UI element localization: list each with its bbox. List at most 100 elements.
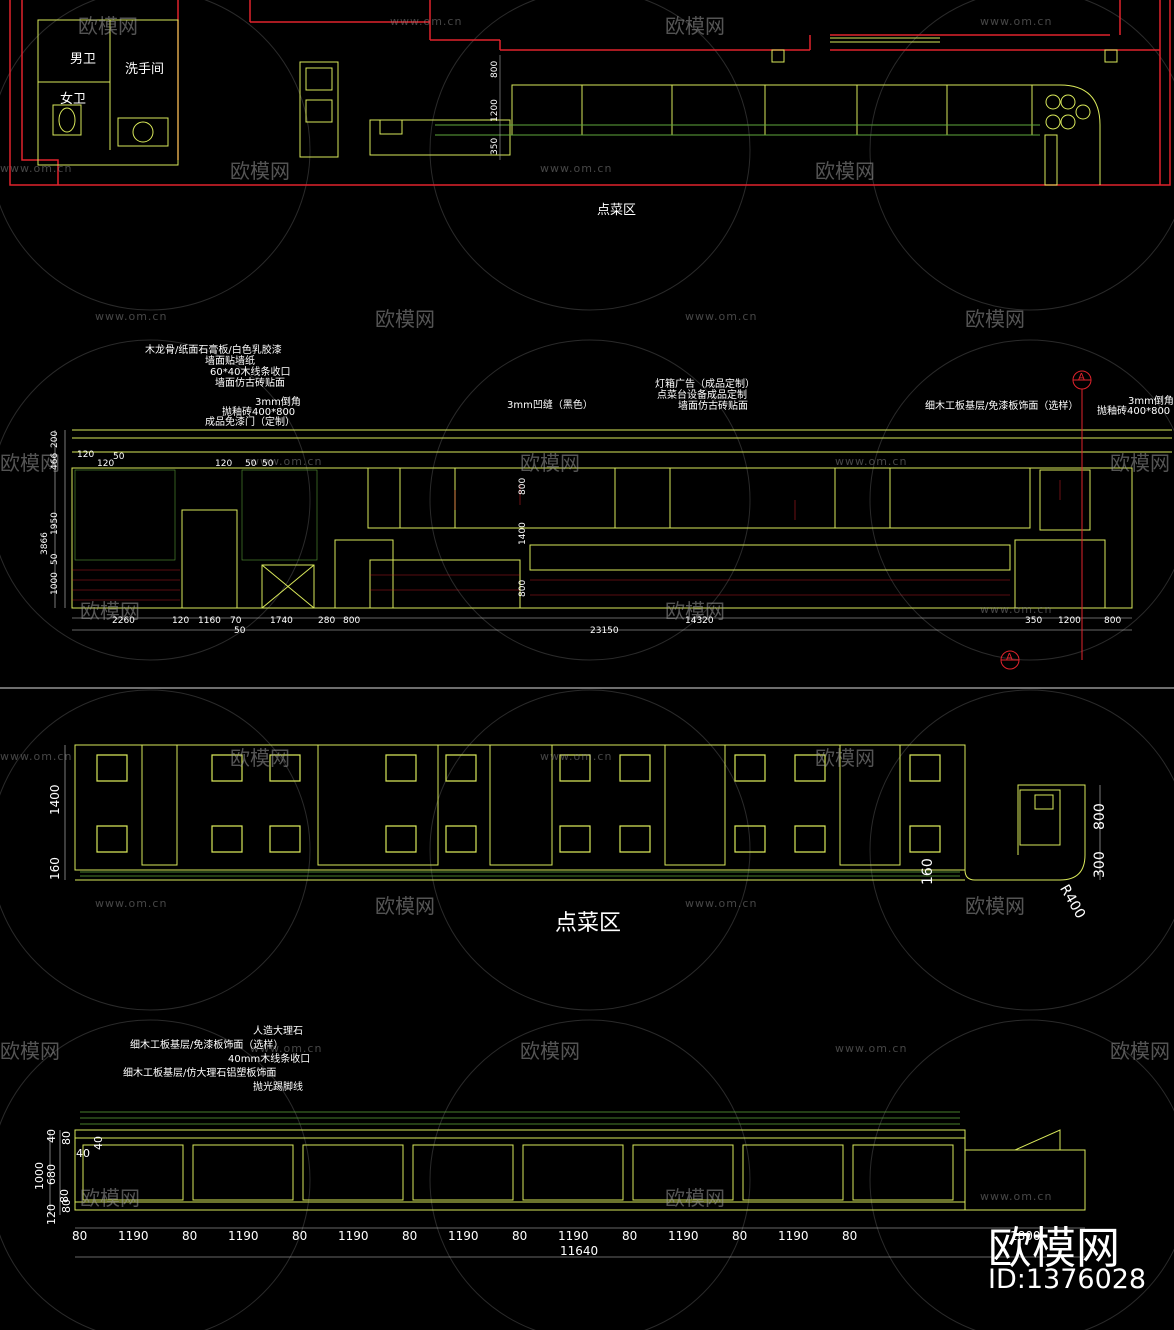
- dim-label: 1190: [228, 1229, 259, 1243]
- dim-label: 120: [45, 1204, 58, 1225]
- watermark-brand: 欧模网: [78, 14, 138, 38]
- zone-label: 点菜区: [597, 203, 637, 218]
- elevation-brick: [72, 480, 1061, 601]
- watermark-url: www.om.cn: [980, 15, 1053, 28]
- watermark-brand: 欧模网: [965, 307, 1025, 331]
- planter-hatch: [80, 871, 960, 877]
- dim-label: 14320: [685, 616, 714, 626]
- section-marker: [1000, 370, 1092, 670]
- watermark-url: www.om.cn: [540, 162, 613, 175]
- dim-label: 11640: [560, 1244, 599, 1258]
- note: 墙面仿古砖贴面: [215, 378, 285, 389]
- elevation-frame: [71, 429, 1172, 609]
- dim-label: 1400: [48, 784, 62, 815]
- dim-label: 120: [172, 616, 190, 626]
- dim-label: 80: [732, 1229, 748, 1243]
- watermark-url: www.om.cn: [95, 897, 168, 910]
- watermark-url: www.om.cn: [685, 897, 758, 910]
- counter-hatch-top: [435, 124, 1040, 136]
- watermark-url: www.om.cn: [250, 1042, 323, 1055]
- dim-label: 1160: [198, 616, 221, 626]
- dim-label: 800: [1104, 616, 1122, 626]
- dim-label: 70: [230, 616, 242, 626]
- note: 细木工板基层/免漆板饰面（选样）: [925, 401, 1079, 412]
- note: 灯箱广告（成品定制）: [655, 379, 755, 390]
- note: 抛釉砖400*800: [222, 407, 296, 418]
- dim-label: 1190: [558, 1229, 589, 1243]
- dim-label: 50: [50, 553, 60, 565]
- dim-label: 300: [1092, 851, 1108, 878]
- watermark-url: www.om.cn: [980, 603, 1053, 616]
- dim-label: 120: [97, 459, 115, 469]
- dim-label: 80: [72, 1229, 88, 1243]
- watermark-brand: 欧模网: [965, 894, 1025, 918]
- dim-label: 160: [48, 857, 62, 880]
- dim-label: 200: [50, 430, 60, 448]
- dim-label: 800: [518, 477, 528, 495]
- dim-label: 40: [76, 1147, 90, 1160]
- dim-label: 50: [245, 459, 257, 469]
- zone-title: 点菜区: [555, 911, 622, 936]
- dim-label: 80: [842, 1229, 858, 1243]
- watermark-brand: 欧模网: [0, 451, 60, 475]
- dim-label: 1200: [1058, 616, 1081, 626]
- dim-label: 23150: [590, 626, 619, 636]
- dim-label: 80: [58, 1189, 71, 1203]
- watermark-url: www.om.cn: [835, 455, 908, 468]
- watermark-url: www.om.cn: [95, 310, 168, 323]
- note: 抛光踢脚线: [253, 1082, 303, 1093]
- section-marker-label: A: [1006, 652, 1013, 663]
- dim-label: 160: [920, 858, 936, 885]
- dim-label: 1400: [518, 522, 528, 545]
- watermark-brand: 欧模网: [230, 159, 290, 183]
- brand-logo: 欧模网: [988, 1223, 1120, 1274]
- watermark-brand: 欧模网: [520, 1039, 580, 1063]
- watermark-brand: 欧模网: [230, 746, 290, 770]
- note: 60*40木线条收口: [210, 367, 291, 378]
- dim-label: 350: [490, 137, 500, 155]
- female-wc-label: 女卫: [60, 92, 87, 107]
- watermark-brand: 欧模网: [0, 1039, 60, 1063]
- watermark-brand: 欧模网: [375, 307, 435, 331]
- dim-label: 1190: [118, 1229, 149, 1243]
- note: 成品免漆门（定制）: [205, 417, 295, 428]
- dim-label: 280: [318, 616, 336, 626]
- dim-label: 50: [234, 626, 246, 636]
- washroom-label: 洗手间: [125, 62, 165, 77]
- dim-label: 40: [92, 1136, 105, 1150]
- watermark-url: www.om.cn: [0, 162, 73, 175]
- note: 40mm木线条收口: [228, 1054, 311, 1065]
- note: 墙面仿古砖贴面: [678, 401, 748, 412]
- dim-label: 1190: [448, 1229, 479, 1243]
- dim-label: 1200: [490, 99, 500, 122]
- plant-top: [80, 1111, 960, 1125]
- note: 点菜台设备成品定制: [657, 390, 747, 401]
- note: 抛釉砖400*800: [1097, 406, 1171, 417]
- watermark-url: www.om.cn: [980, 1190, 1053, 1203]
- note: 细木工板基层/仿大理石铝塑板饰面: [123, 1068, 277, 1079]
- dim-label: 1950: [50, 512, 60, 535]
- note: 细木工板基层/免漆板饰面（选样）: [130, 1040, 284, 1051]
- dim-label: 800: [518, 579, 528, 597]
- dim-label: 466: [50, 452, 60, 470]
- dim-label: 800: [1092, 803, 1108, 830]
- watermark-url: www.om.cn: [250, 455, 323, 468]
- note: 木龙骨/纸面石膏板/白色乳胶漆: [145, 345, 282, 356]
- counter-elevation: [74, 1129, 1086, 1211]
- dim-label: 800: [343, 616, 361, 626]
- watermark-brand: 欧模网: [520, 451, 580, 475]
- watermark-brand: 欧模网: [375, 894, 435, 918]
- watermark-brand: 欧模网: [80, 599, 140, 623]
- dim-label: 800: [490, 60, 500, 78]
- watermark-url: www.om.cn: [390, 15, 463, 28]
- note: 3mm倒角: [1128, 396, 1174, 407]
- watermark-brand: 欧模网: [1110, 451, 1170, 475]
- dim-label: 1190: [778, 1229, 809, 1243]
- watermark-brand: 欧模网: [1110, 1039, 1170, 1063]
- dim-label: 80: [622, 1229, 638, 1243]
- watermark-url: www.om.cn: [835, 1042, 908, 1055]
- dim-label: 1740: [270, 616, 293, 626]
- dim-label: 2260: [112, 616, 135, 626]
- dim-label: 1800: [1010, 1229, 1041, 1243]
